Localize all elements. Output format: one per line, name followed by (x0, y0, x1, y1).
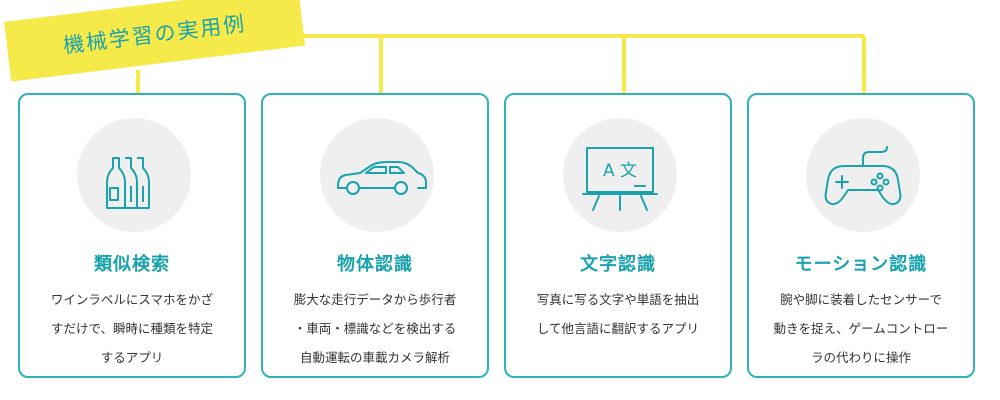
card-title: 文字認識 (580, 254, 656, 275)
page-title: 機械学習の実用例 (61, 11, 248, 58)
description-line: するアプリ (100, 350, 164, 365)
card-motion-recognition: モーション認識 腕や脚に装着したセンサーで 動きを捉え、ゲームコントロー ラの代… (747, 93, 975, 378)
description-line: ワインラベルにスマホをかざ (50, 292, 214, 307)
icon-circle (77, 118, 191, 232)
icon-circle: A 文 (563, 118, 677, 232)
description-line: 自動運転の車載カメラ解析 (299, 350, 450, 365)
card-title: 物体認識 (337, 254, 413, 275)
card-similarity-search: 類似検索 ワインラベルにスマホをかざ すだけで、瞬時に種類を特定 するアプリ (18, 93, 246, 378)
wine-bottles-icon (106, 157, 150, 209)
description-line: 写真に写る文字や単語を抽出 (536, 292, 700, 307)
card-title: 類似検索 (94, 254, 170, 275)
game-controller-icon (824, 146, 902, 206)
card-title: モーション認識 (794, 254, 928, 275)
card-object-recognition: 物体認識 膨大な走行データから歩行者 ・車両・標識などを検出する 自動運転の車載… (261, 93, 489, 378)
description-line: 動きを捉え、ゲームコントロー (773, 321, 949, 336)
card-description: ワインラベルにスマホをかざ すだけで、瞬時に種類を特定 するアプリ (34, 285, 230, 372)
description-line: ラの代わりに操作 (810, 350, 911, 365)
icon-circle (806, 118, 920, 232)
board-text: A 文 (603, 161, 637, 181)
blackboard-icon: A 文 (582, 147, 658, 211)
description-line: 腕や脚に装着したセンサーで (780, 292, 942, 307)
description-line: すだけで、瞬時に種類を特定 (50, 321, 213, 336)
card-character-recognition: A 文 文字認識 写真に写る文字や単語を抽出 して他言語に翻訳するアプリ (504, 93, 732, 378)
card-description: 腕や脚に装着したセンサーで 動きを捉え、ゲームコントロー ラの代わりに操作 (763, 285, 959, 372)
car-icon (337, 161, 427, 195)
card-description: 膨大な走行データから歩行者 ・車両・標識などを検出する 自動運転の車載カメラ解析 (277, 285, 473, 372)
icon-circle (320, 118, 434, 232)
description-line: ・車両・標識などを検出する (293, 321, 457, 336)
description-line: 膨大な走行データから歩行者 (293, 292, 457, 307)
description-line: して他言語に翻訳するアプリ (536, 321, 700, 336)
card-description: 写真に写る文字や単語を抽出 して他言語に翻訳するアプリ (520, 285, 716, 343)
